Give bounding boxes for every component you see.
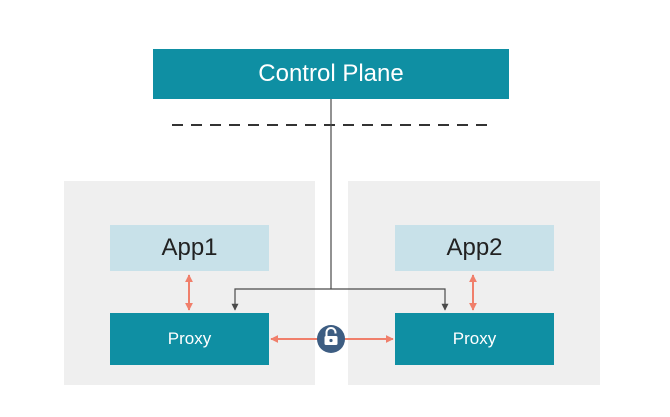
lock-icon — [317, 325, 345, 353]
right-proxy-box: Proxy — [395, 313, 554, 365]
app1-box: App1 — [110, 225, 269, 271]
control-to-right-proxy-line — [331, 288, 449, 311]
app2-box: App2 — [395, 225, 554, 271]
app1-label: App1 — [161, 234, 218, 261]
control-plane-label: Control Plane — [258, 60, 404, 87]
left-proxy-label: Proxy — [167, 329, 212, 348]
control-to-left-proxy-line — [231, 288, 331, 311]
right-proxy-label: Proxy — [452, 329, 497, 348]
app2-label: App2 — [446, 234, 503, 261]
control-plane-box: Control Plane — [153, 49, 509, 99]
left-proxy-box: Proxy — [110, 313, 269, 365]
